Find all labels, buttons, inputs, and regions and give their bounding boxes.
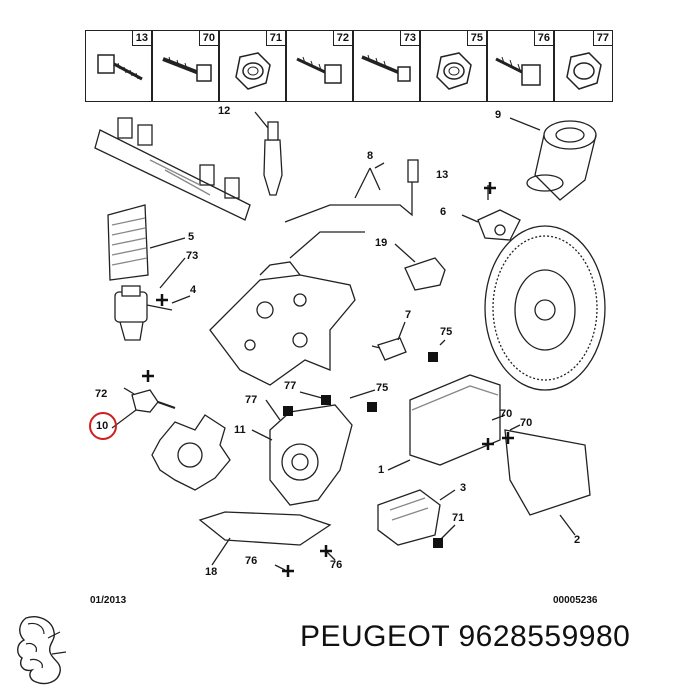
thermostat-housing [509,117,597,201]
footer-code: 00005236 [553,595,598,606]
callout-11: 11 [234,424,246,436]
part-number: 9628559980 [458,620,631,653]
header-cell-71: 71 [219,30,286,102]
flange-nut-icon [566,52,602,90]
marker-cross [282,565,294,577]
callout-71: 71 [452,512,465,524]
marker-square [367,402,377,412]
header-cell-77: 77 [554,30,613,102]
brand-part-line: PEUGEOT 9628559980 [300,620,630,654]
fuel-pipes [284,159,419,259]
flange-nut-icon [436,52,472,90]
header-cell-13: 13 [85,30,152,102]
header-cell-70: 70 [152,30,219,102]
marker-cross [484,182,496,194]
bolt-long-icon [361,54,411,82]
marker-cross [142,370,154,382]
brand-name: PEUGEOT [300,620,450,653]
callout-12: 12 [218,105,231,117]
flange-nut-icon [235,52,271,90]
callout-13: 13 [436,169,449,181]
marker-square [433,538,443,548]
header-part-number: 70 [198,31,218,46]
engine-control-unit [387,374,501,471]
header-cell-76: 76 [487,30,554,102]
pressure-sensor [394,243,446,291]
bolt-flange-icon [495,56,541,86]
temperature-sensor [461,185,521,241]
header-part-number: 73 [399,31,419,46]
marker-square [428,352,438,362]
crankshaft-sensor [111,387,176,429]
header-part-number: 76 [533,31,553,46]
marker-cross [320,545,332,557]
callout-73: 73 [186,250,199,262]
header-cell-75: 75 [420,30,487,102]
callout-2: 2 [574,534,581,546]
header-part-number: 71 [265,31,285,46]
coolant-sensor [371,321,407,361]
header-part-number: 77 [592,31,612,46]
callout-75-b: 75 [376,382,389,394]
bolt-flange-icon [296,56,342,84]
callout-10: 10 [96,420,109,432]
callout-70-b: 70 [520,417,533,429]
peugeot-lion-logo-icon [17,616,67,685]
water-pump [251,404,353,506]
callout-3: 3 [460,482,467,494]
callout-9: 9 [495,109,502,121]
marker-square [283,406,293,416]
header-part-number: 13 [131,31,151,46]
relay-box [377,489,456,546]
target-wheel [151,414,231,491]
callout-19: 19 [375,237,388,249]
callout-77-b: 77 [245,394,258,406]
callout-77: 77 [284,380,297,392]
flywheel [484,225,606,391]
callout-8: 8 [367,150,374,162]
header-cell-72: 72 [286,30,353,102]
injector [254,111,283,196]
callout-70: 70 [500,408,513,420]
camshaft-sensor [114,285,191,341]
callout-18: 18 [205,566,218,578]
header-part-number: 75 [466,31,486,46]
marker-cross [156,294,168,306]
cylinder-head-housing [209,261,356,386]
header-cell-73: 73 [353,30,420,102]
marker-cross [482,438,494,450]
fuel-rail [94,117,251,221]
callout-4: 4 [190,284,197,296]
callout-72: 72 [95,388,108,400]
header-part-number: 72 [332,31,352,46]
callout-7: 7 [405,309,412,321]
filter-element [107,204,186,281]
bolt-long-icon [162,56,212,82]
bracket [198,511,332,566]
callout-6: 6 [440,206,447,218]
footer-date: 01/2013 [90,595,127,606]
ecu-bracket [504,429,591,536]
callout-1: 1 [378,464,385,476]
marker-cross [502,432,514,444]
callout-5: 5 [188,231,195,243]
highlight-circle [89,412,117,440]
bolt-flange-icon [97,54,143,81]
callout-76: 76 [245,555,258,567]
callout-75: 75 [440,326,453,338]
callout-76-b: 76 [330,559,343,571]
marker-square [321,395,331,405]
